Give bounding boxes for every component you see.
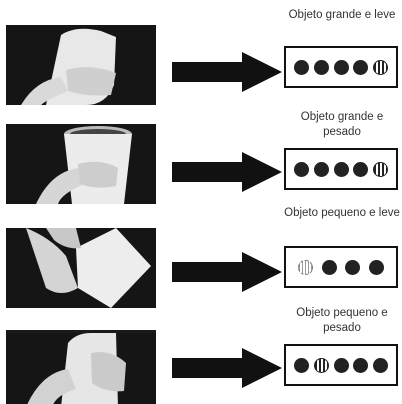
striped-dot — [373, 161, 388, 177]
row-caption: Objeto grande e leve — [288, 9, 396, 21]
arrow-icon — [172, 252, 282, 292]
solid-dot — [333, 357, 349, 373]
hand-grasp-photo — [6, 330, 156, 404]
arrow-icon — [172, 152, 282, 192]
hand-grasp-photo — [6, 228, 156, 308]
hand-grasp-photo — [6, 124, 156, 204]
solid-dot — [321, 259, 337, 275]
dot-pattern-box — [284, 344, 398, 386]
row-3: Objeto pequeno e leve — [0, 200, 402, 308]
row-1: Objeto grande e leve — [0, 0, 402, 105]
solid-dot — [353, 161, 369, 177]
row-caption: Objeto pequeno e leve — [284, 207, 400, 219]
solid-dot — [313, 59, 329, 75]
row-2: Objeto grande e pesado — [0, 100, 402, 204]
solid-dot — [368, 259, 384, 275]
row-caption: Objeto grande e pesado — [300, 111, 384, 138]
solid-dot — [345, 259, 361, 275]
row-caption: Objeto pequeno e pesado — [296, 307, 388, 334]
dot-pattern-box — [284, 246, 398, 288]
hand-grasp-photo — [6, 25, 156, 105]
solid-dot — [353, 357, 369, 373]
dot-pattern-box — [284, 148, 398, 190]
row-4: Objeto pequeno e pesado — [0, 300, 402, 404]
solid-dot — [294, 161, 309, 177]
solid-dot — [333, 161, 349, 177]
solid-dot — [294, 357, 309, 373]
dot-pattern-box — [284, 46, 398, 88]
solid-dot — [373, 357, 388, 373]
solid-dot — [313, 161, 329, 177]
striped-dot — [313, 357, 329, 373]
arrow-icon — [172, 348, 282, 388]
solid-dot — [353, 59, 369, 75]
solid-dot — [333, 59, 349, 75]
solid-dot — [294, 59, 309, 75]
faint-dot — [298, 259, 314, 275]
striped-dot — [373, 59, 388, 75]
arrow-icon — [172, 52, 282, 92]
